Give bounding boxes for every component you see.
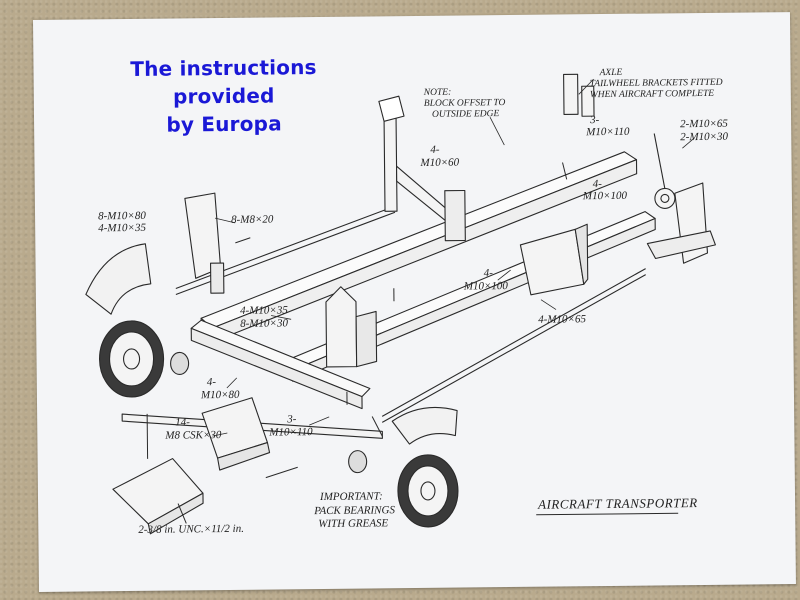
bolt-3-m10x110-low-qty: 3- — [287, 413, 297, 426]
right-bracket — [519, 223, 589, 296]
bolt-8-m10x30: 8-M10×30 — [240, 317, 289, 330]
left-post — [184, 192, 225, 294]
note-line-3: OUTSIDE EDGE — [431, 109, 500, 120]
bolt-8-m10x80: 8-M10×80 — [97, 209, 146, 223]
axle-label: AXLE — [599, 67, 623, 79]
important-line-3: WITH GREASE — [318, 517, 389, 531]
instruction-sheet: The instructions provided by Europa NOTE… — [33, 12, 796, 592]
bolt-4-m10x60-qty: 4- — [430, 143, 440, 156]
important-label: IMPORTANT: — [319, 490, 383, 504]
note-line-2: BLOCK OFFSET TO — [423, 98, 506, 109]
lower-tray — [201, 397, 271, 471]
wheel-right — [397, 454, 459, 528]
tailwheel-note-1: TAILWHEEL BRACKETS FITTED — [589, 77, 723, 90]
caption-line-2: by Europa — [166, 111, 282, 137]
bolt-4-m10x100-right-qty: 4- — [592, 178, 602, 191]
bolt-4-m10x100-right-size: M10×100 — [582, 189, 628, 203]
ramp — [112, 458, 204, 535]
upright-frame-top — [378, 95, 466, 242]
bolt-4-m10x60-size: M10×60 — [420, 156, 460, 169]
bolt-8-m8x20: 8-M8×20 — [231, 213, 274, 226]
jockey-wheel — [646, 133, 716, 264]
exploded-assembly-drawing — [85, 73, 716, 535]
bolt-4-m10x100-mid-size: M10×100 — [463, 280, 508, 293]
bolt-4-m10x100-mid-qty: 4- — [483, 267, 493, 280]
instructions-caption: The instructions provided by Europa — [93, 53, 354, 140]
bolt-14-size: M8 CSK×30 — [165, 429, 222, 442]
center-saddle — [325, 286, 378, 368]
bolt-2-m10x30: 2-M10×30 — [680, 130, 729, 144]
drawing-title: AIRCRAFT TRANSPORTER — [538, 495, 698, 512]
bolt-unc-label: 2-3/8 in. UNC.×11/2 in. — [138, 522, 245, 536]
cross-beam-front — [190, 319, 371, 410]
bolt-4-m10x35-left: 4-M10×35 — [98, 221, 146, 235]
bolt-4-m10x80-qty: 4- — [206, 376, 217, 389]
title-underline — [536, 512, 679, 516]
important-line-2: PACK BEARINGS — [314, 504, 395, 518]
tailwheel-note-2: WHEN AIRCRAFT COMPLETE — [589, 88, 715, 101]
bolt-4-m10x80-size: M10×80 — [200, 388, 240, 402]
bolt-4-m10x35-mid: 4-M10×35 — [239, 304, 288, 317]
tailwheel-brackets — [563, 73, 595, 117]
wheel-left — [99, 320, 165, 398]
note-label: NOTE: — [423, 87, 452, 98]
bolt-3-m10x110-top-size: M10×110 — [586, 125, 630, 139]
mudguard-left — [85, 243, 152, 315]
mudguard-right — [391, 406, 458, 445]
bolt-3-m10x110-low-size: M10×110 — [269, 426, 313, 439]
bolt-3-m10x110-top-qty: 3- — [590, 114, 600, 127]
rod-right — [381, 268, 646, 417]
bolt-4-m10x65: 4-M10×65 — [538, 313, 586, 326]
bolt-2-m10x65: 2-M10×65 — [680, 117, 728, 131]
bolt-14-qty: 14- — [175, 416, 190, 429]
caption-line-1: The instructions provided — [130, 55, 317, 109]
